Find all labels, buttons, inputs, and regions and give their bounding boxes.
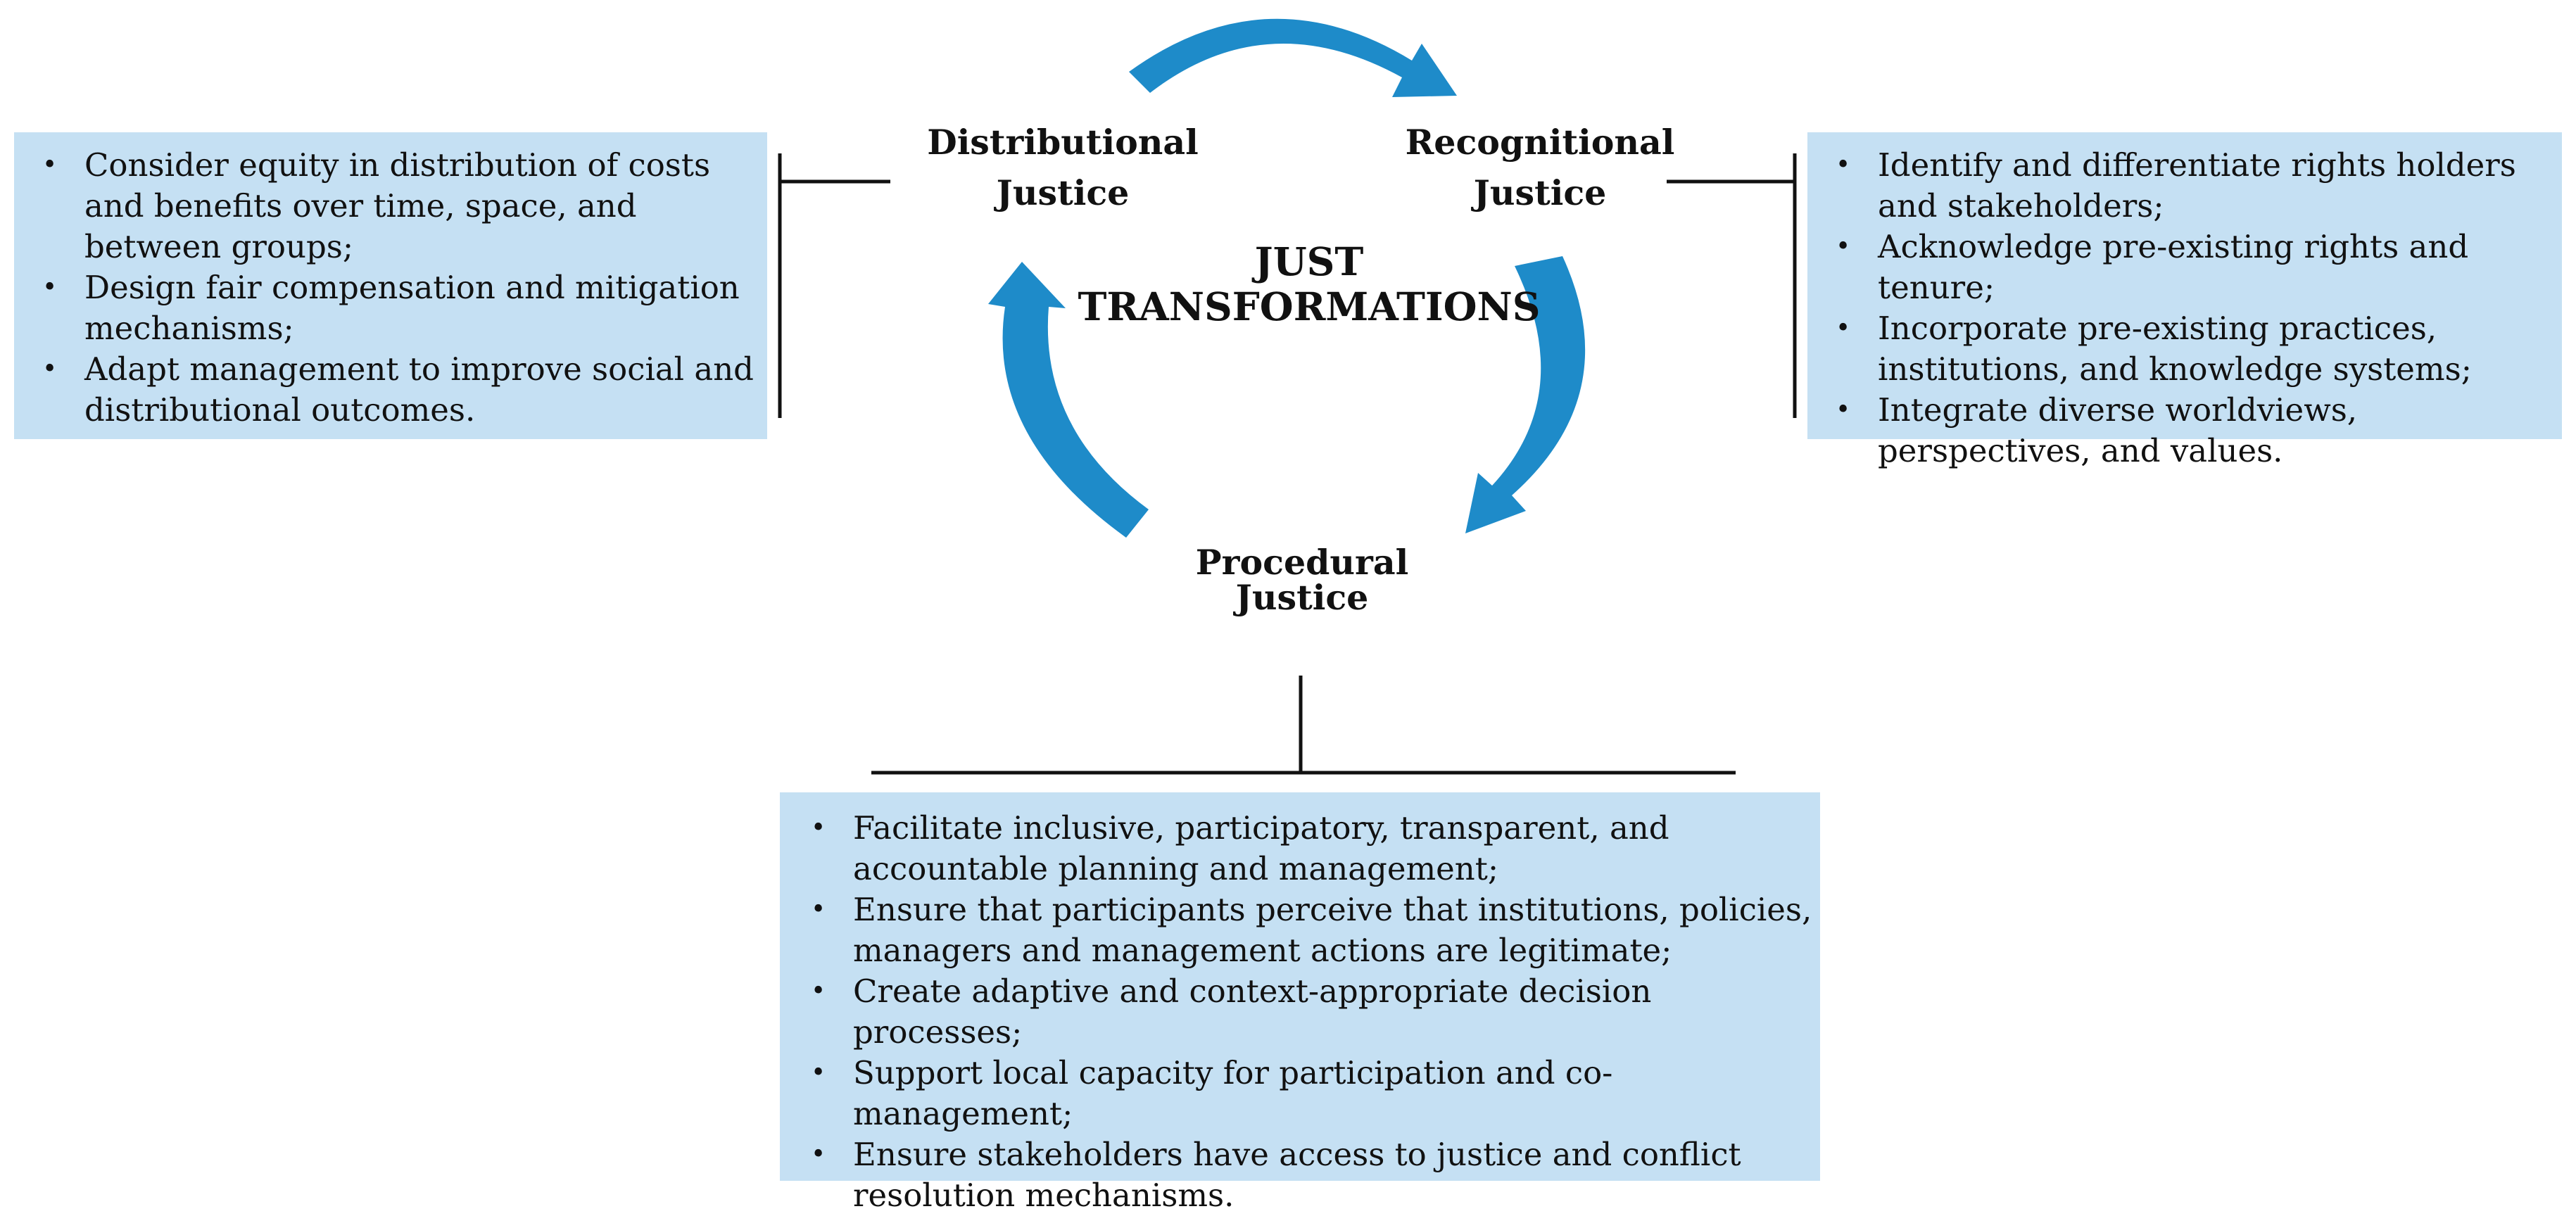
distributional-justice-list: Consider equity in distribution of costs… <box>27 145 760 431</box>
node-recognitional-line1: Recognitional <box>1405 122 1675 163</box>
list-item: Incorporate pre-existing practices, inst… <box>1820 308 2555 390</box>
list-item: Acknowledge pre-existing rights and tenu… <box>1820 227 2555 308</box>
list-item: Identify and differentiate rights holder… <box>1820 145 2555 227</box>
node-procedural-line1: Procedural <box>1195 542 1409 583</box>
list-item: Ensure stakeholders have access to justi… <box>795 1134 1813 1216</box>
node-recognitional-line2: Justice <box>1473 172 1607 213</box>
list-item: Integrate diverse worldviews, perspectiv… <box>1820 390 2555 471</box>
curved-arrow-icon <box>988 262 1149 538</box>
center-title-line1: JUST <box>1254 239 1364 284</box>
procedural-justice-list: Facilitate inclusive, participatory, tra… <box>795 808 1813 1216</box>
node-recognitional-justice: Recognitional Justice <box>1371 117 1709 218</box>
list-item: Facilitate inclusive, participatory, tra… <box>795 808 1813 889</box>
curved-arrow-icon <box>1465 256 1586 533</box>
center-title: JUST TRANSFORMATIONS <box>1042 239 1577 329</box>
node-distributional-line1: Distributional <box>927 122 1199 163</box>
list-item: Ensure that participants perceive that i… <box>795 889 1813 971</box>
cycle-arrows <box>988 18 1586 538</box>
list-item: Design fair compensation and mitigation … <box>27 267 760 349</box>
node-distributional-line2: Justice <box>996 172 1130 213</box>
recognitional-justice-list: Identify and differentiate rights holder… <box>1820 145 2555 471</box>
node-procedural-justice: Procedural Justice <box>1126 545 1478 615</box>
list-item: Create adaptive and context-appropriate … <box>795 971 1813 1053</box>
list-item: Support local capacity for participation… <box>795 1053 1813 1134</box>
center-title-line2: TRANSFORMATIONS <box>1078 284 1541 329</box>
procedural-justice-box: Facilitate inclusive, participatory, tra… <box>780 792 1820 1214</box>
node-procedural-line2: Justice <box>1235 577 1369 618</box>
distributional-justice-box: Consider equity in distribution of costs… <box>14 132 767 439</box>
curved-arrow-icon <box>1129 18 1457 97</box>
node-distributional-justice: Distributional Justice <box>894 117 1232 218</box>
list-item: Adapt management to improve social and d… <box>27 349 760 431</box>
list-item: Consider equity in distribution of costs… <box>27 145 760 267</box>
recognitional-justice-box: Identify and differentiate rights holder… <box>1807 132 2562 469</box>
connectors <box>778 153 1797 775</box>
